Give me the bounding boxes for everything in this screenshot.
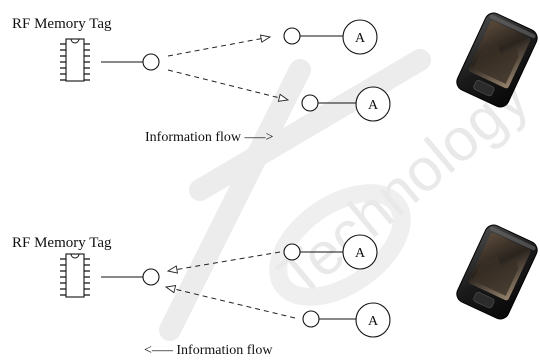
reader-label: A (368, 314, 379, 329)
memory-chip-icon (60, 38, 90, 82)
reader-lower: A (301, 86, 391, 122)
reader-node (342, 234, 378, 270)
reader-upper: A (283, 19, 378, 55)
flow-caption: Information flow –––> (145, 130, 274, 145)
reader-label: A (355, 31, 366, 46)
reader-label: A (368, 98, 379, 113)
panel-outbound: RF Memory Tag A A Information flow –––> (12, 12, 538, 145)
tag-label: RF Memory Tag (12, 16, 112, 32)
flow-arrow-upper (167, 37, 270, 57)
flow-arrow-lower (167, 69, 288, 100)
mobile-phone-icon (456, 224, 538, 320)
mobile-phone-icon (456, 12, 538, 108)
tag-antenna-node (142, 53, 160, 71)
memory-chip-icon (60, 253, 90, 298)
reader-node (342, 19, 378, 55)
flow-arrow-lower (166, 287, 296, 319)
reader-node (355, 302, 391, 338)
panel-inbound: RF Memory Tag A A <––– Information flow (12, 224, 538, 358)
reader-lower: A (302, 302, 391, 338)
tag-antenna-node (142, 268, 160, 286)
reader-label: A (355, 246, 366, 261)
flow-arrow-upper (168, 251, 281, 271)
reader-node (355, 86, 391, 122)
reader-upper: A (283, 234, 378, 270)
tag-label: RF Memory Tag (12, 235, 112, 251)
flow-caption: <––– Information flow (144, 343, 273, 358)
